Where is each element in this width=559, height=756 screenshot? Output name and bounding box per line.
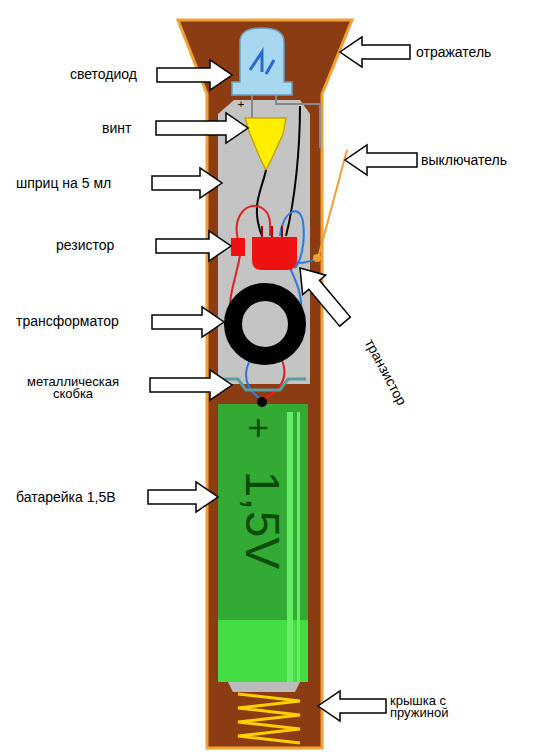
transistor-leads [262, 226, 282, 238]
switch-symbol [318, 150, 347, 258]
part-name: крышка с пружиной [390, 695, 476, 719]
callout-arrow [156, 113, 248, 143]
callout-arrow [156, 231, 231, 261]
callout-arrows [148, 37, 417, 721]
part-name: винт [102, 120, 131, 136]
battery-symbol [218, 404, 308, 682]
callout-arrow [318, 691, 386, 721]
part-name: трансформатор [16, 313, 119, 329]
spring-symbol [238, 694, 300, 743]
part-name: шприц на 5 мл [16, 175, 111, 191]
part-name: металлическая скобка [14, 376, 132, 400]
spring-coil [238, 694, 300, 743]
transistor-symbol [252, 237, 297, 270]
metal-clip [222, 379, 306, 390]
callout-arrow [148, 482, 218, 512]
wire [246, 360, 262, 400]
part-name: светодиод [70, 66, 137, 82]
wire [237, 206, 270, 240]
part-name: транзистор [362, 336, 410, 408]
wire [286, 106, 300, 236]
led-symbol [232, 28, 292, 95]
callout-arrow [150, 370, 232, 400]
syringe-body [218, 100, 310, 384]
screw-symbol [245, 118, 286, 170]
callout-arrow [289, 258, 357, 331]
callout-arrow [157, 60, 232, 90]
part-name: резистор [56, 237, 114, 253]
resistor-symbol [231, 238, 245, 256]
battery-cap [228, 682, 300, 692]
part-name: батарейка 1,5В [16, 489, 116, 505]
part-name: отражатель [416, 44, 491, 60]
battery-terminal [257, 397, 267, 407]
callout-arrow [152, 307, 224, 337]
led-lead [251, 94, 253, 120]
switch-contact [313, 254, 321, 262]
voltage-mark: 1,5V [236, 471, 289, 570]
callout-arrow [345, 145, 417, 175]
part-name: выключатель [421, 152, 507, 168]
polarity-mark: + [238, 98, 244, 110]
transformer-symbol [233, 292, 297, 356]
battery-base [218, 620, 308, 682]
wire [262, 360, 285, 400]
polarity-mark: + [238, 417, 278, 438]
battery-stripe [297, 412, 300, 682]
callout-arrow [340, 37, 410, 67]
led-chip [250, 52, 274, 74]
callout-arrow [152, 168, 222, 198]
